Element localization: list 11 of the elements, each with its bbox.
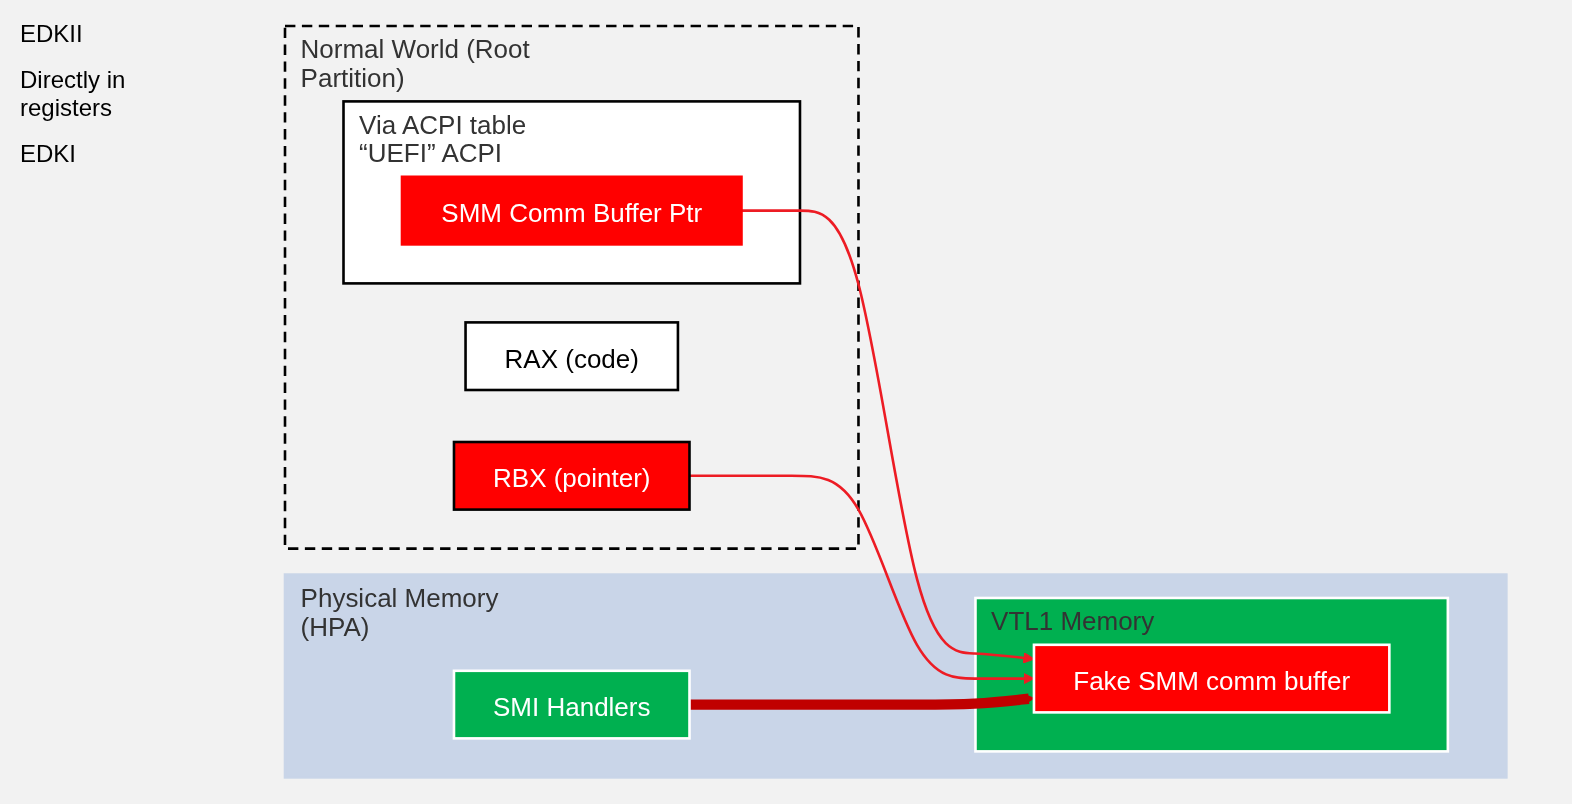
note-label: EDKI: [20, 140, 77, 168]
node-box: RBX (pointer): [453, 441, 692, 512]
arrow: [689, 474, 1035, 685]
arrow: [689, 693, 1035, 711]
node-box: Fake SMM comm buffer: [1033, 643, 1391, 714]
arrow: [741, 209, 1035, 664]
note-label: Directly in registers: [20, 66, 127, 122]
node-box: RAX (code): [464, 321, 680, 392]
note-label: EDKII: [20, 20, 84, 48]
node-box: SMI Handlers: [453, 669, 692, 740]
node-box: SMM Comm Buffer Ptr: [401, 175, 744, 246]
